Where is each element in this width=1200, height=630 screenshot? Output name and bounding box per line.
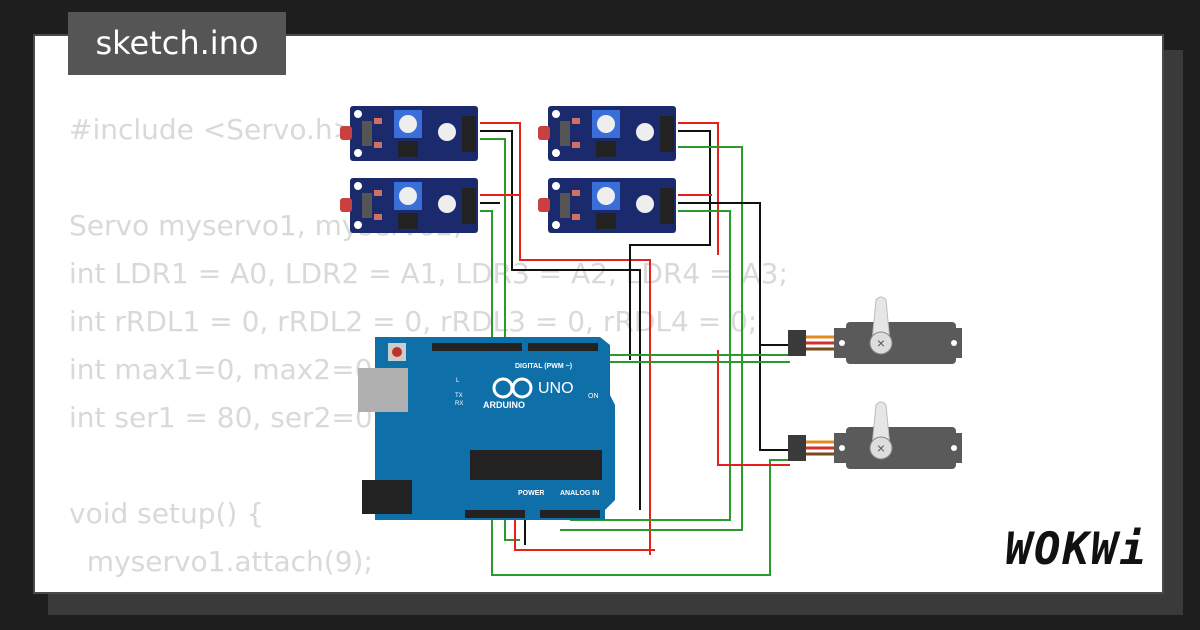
digital-header: DIGITAL (PWM ~) <box>515 363 572 370</box>
ldr-module-3[interactable] <box>340 178 478 233</box>
led-label-rx: RX <box>455 401 463 407</box>
servo-1[interactable] <box>786 295 964 366</box>
code-line: int ser1 = 80, ser2=0; <box>69 401 383 434</box>
power-header: POWER <box>518 490 544 497</box>
ldr-module-1[interactable] <box>340 106 478 161</box>
code-line: myservo1.attach(9); <box>69 545 373 578</box>
on-label: ON <box>588 393 599 400</box>
led-label-tx: TX <box>455 393 463 399</box>
board-model: UNO <box>538 380 574 397</box>
servo-2[interactable] <box>786 400 964 471</box>
code-background: #include <Servo.h> Servo myservo1, myser… <box>69 106 788 592</box>
sketch-tab[interactable]: sketch.ino <box>68 12 286 75</box>
ldr-module-2[interactable] <box>538 106 676 161</box>
code-line: int rRDL1 = 0, rRDL2 = 0, rRDL3 = 0, rRD… <box>69 305 758 338</box>
board-brand: ARDUINO <box>483 400 525 410</box>
analog-header: ANALOG IN <box>560 490 599 497</box>
wokwi-logo: WOKWi <box>1005 524 1148 575</box>
code-line: #include <Servo.h> <box>69 113 357 146</box>
arduino-uno-board[interactable]: UNO ARDUINO DIGITAL (PWM ~) POWER ANALOG… <box>358 337 615 520</box>
led-label-l: L <box>456 378 460 384</box>
ldr-module-4[interactable] <box>538 178 676 233</box>
code-line: int LDR1 = A0, LDR2 = A1, LDR3 = A2, LDR… <box>69 257 788 290</box>
code-line: void setup() { <box>69 497 265 530</box>
